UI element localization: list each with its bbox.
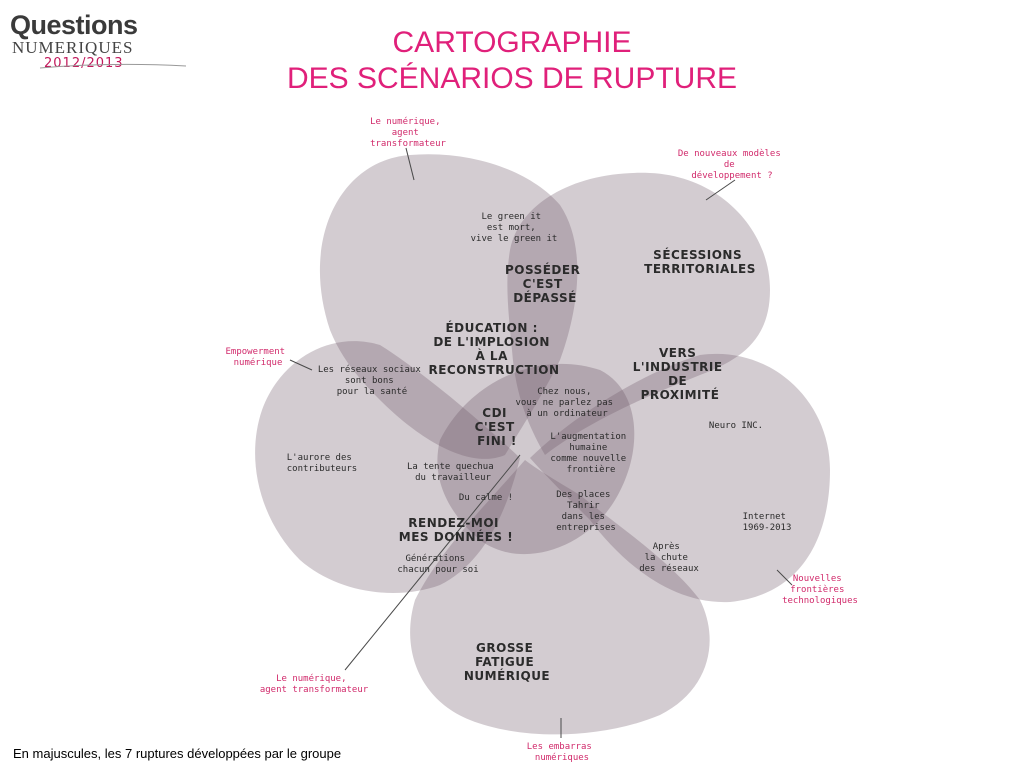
logo-line-numeriques: NUMERIQUES [12, 38, 134, 57]
rupture-education: ÉDUCATION : DE L'IMPLOSION À LA RECONSTR… [428, 320, 559, 377]
logo-line-questions: Questions [10, 10, 138, 40]
label-top: Le numérique, agent transformateur [370, 116, 446, 149]
scenario-chez-nous: Chez nous, vous ne parlez pas à un ordin… [516, 387, 619, 419]
scenario-augmentation: L'augmentation humaine comme nouvelle fr… [550, 432, 631, 475]
scenario-tente: La tente quechua du travailleur [407, 462, 499, 483]
logo-swoosh-icon [39, 63, 187, 69]
petal-bottom [410, 460, 710, 735]
scenario-internet: Internet 1969-2013 [743, 512, 792, 533]
footer-caption: En majuscules, les 7 ruptures développée… [13, 746, 342, 761]
scenario-du-calme: Du calme ! [459, 493, 513, 503]
scenario-neuro: Neuro INC. [709, 421, 763, 431]
scenario-tahrir: Des places Tahrir dans les entreprises [556, 490, 616, 533]
scenario-labels: Le green it est mort, vive le green it L… [287, 212, 792, 575]
scenario-reseaux-sociaux: Les réseaux sociaux sont bons pour la sa… [318, 364, 426, 397]
scenario-generations: Générations chacun pour soi [397, 553, 478, 575]
connector-left [289, 359, 313, 371]
rupture-secessions: SÉCESSIONS TERRITORIALES [644, 247, 756, 276]
petals [255, 154, 830, 735]
label-left: Empowerment numérique [225, 347, 290, 368]
connector-right [776, 569, 793, 586]
outer-labels: Le numérique, agent transformateur De no… [225, 116, 857, 763]
scenario-apres: Après la chute des réseaux [639, 541, 699, 574]
rupture-grosse-fatigue: GROSSE FATIGUE NUMÉRIQUE [464, 641, 550, 683]
page-title-line-2: DES SCÉNARIOS DE RUPTURE [286, 62, 738, 95]
scenario-aurore: L'aurore des contributeurs [287, 453, 357, 474]
page-title-line-1: CARTOGRAPHIE [392, 26, 632, 59]
petal-top-left [319, 154, 578, 459]
petal-top-right [507, 172, 770, 455]
label-right: Nouvelles frontières technologiques [782, 574, 858, 606]
connector-top-right [705, 179, 736, 201]
label-top-right: De nouveaux modèles de développement ? [678, 148, 786, 181]
logo-line-year: 2012/2013 [44, 56, 124, 71]
connector-top [405, 147, 415, 181]
label-bottom: Les embarras numériques [527, 742, 597, 763]
scenario-green-it: Le green it est mort, vive le green it [471, 212, 558, 244]
rupture-industrie: VERS L'INDUSTRIE DE PROXIMITÉ [633, 346, 727, 402]
logo: Questions NUMERIQUES 2012/2013 [10, 10, 190, 72]
rupture-rendez-moi: RENDEZ-MOI MES DONNÉES ! [399, 516, 513, 544]
rupture-labels: POSSÉDER C'EST DÉPASSÉ SÉCESSIONS TERRIT… [399, 247, 756, 683]
petal-right [530, 353, 830, 603]
connector-bottom-left [344, 454, 521, 671]
petal-left [255, 341, 520, 593]
rupture-posseder: POSSÉDER C'EST DÉPASSÉ [505, 262, 585, 305]
label-bottom-left: Le numérique, agent transformateur [260, 673, 369, 695]
connector-lines [289, 147, 793, 738]
rupture-cdi: CDI C'EST FINI ! [475, 406, 520, 448]
petal-center-small [437, 363, 635, 555]
